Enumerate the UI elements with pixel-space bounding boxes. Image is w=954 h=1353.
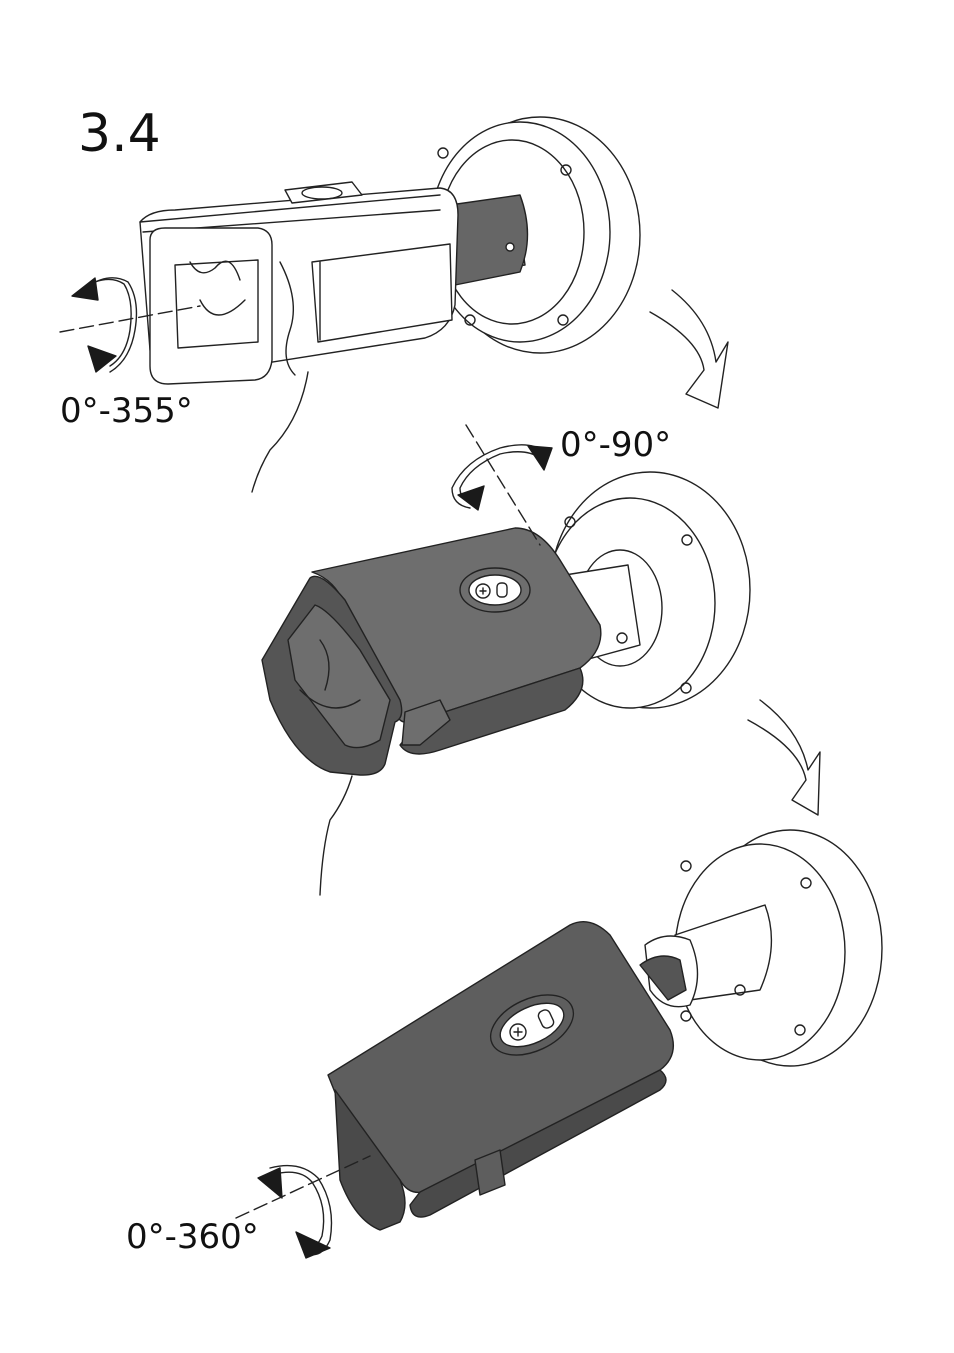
screw-icon (438, 148, 448, 158)
wall-mount-base-3 (645, 830, 882, 1066)
wall-mount-base-1 (430, 117, 640, 353)
screw-icon (681, 861, 691, 871)
rotation-range-label-2: 0°-360° (126, 1220, 259, 1254)
step-number: 3.4 (78, 108, 161, 160)
screw-icon (681, 1011, 691, 1021)
flow-arrow-icon (650, 290, 728, 408)
camera-housing-3 (328, 922, 686, 1230)
cable-2 (320, 776, 352, 895)
cable-1 (252, 372, 308, 492)
tilt-range-label: 0°-90° (560, 428, 671, 462)
flow-arrow-icon (748, 700, 820, 815)
camera-figure-2 (262, 425, 820, 895)
camera-housing-2 (262, 528, 601, 775)
camera-figure-3 (236, 830, 882, 1258)
camera-housing-1 (140, 182, 458, 384)
rotation-range-label-1: 0°-355° (60, 394, 193, 428)
rotation-arrow-icon (452, 425, 552, 545)
